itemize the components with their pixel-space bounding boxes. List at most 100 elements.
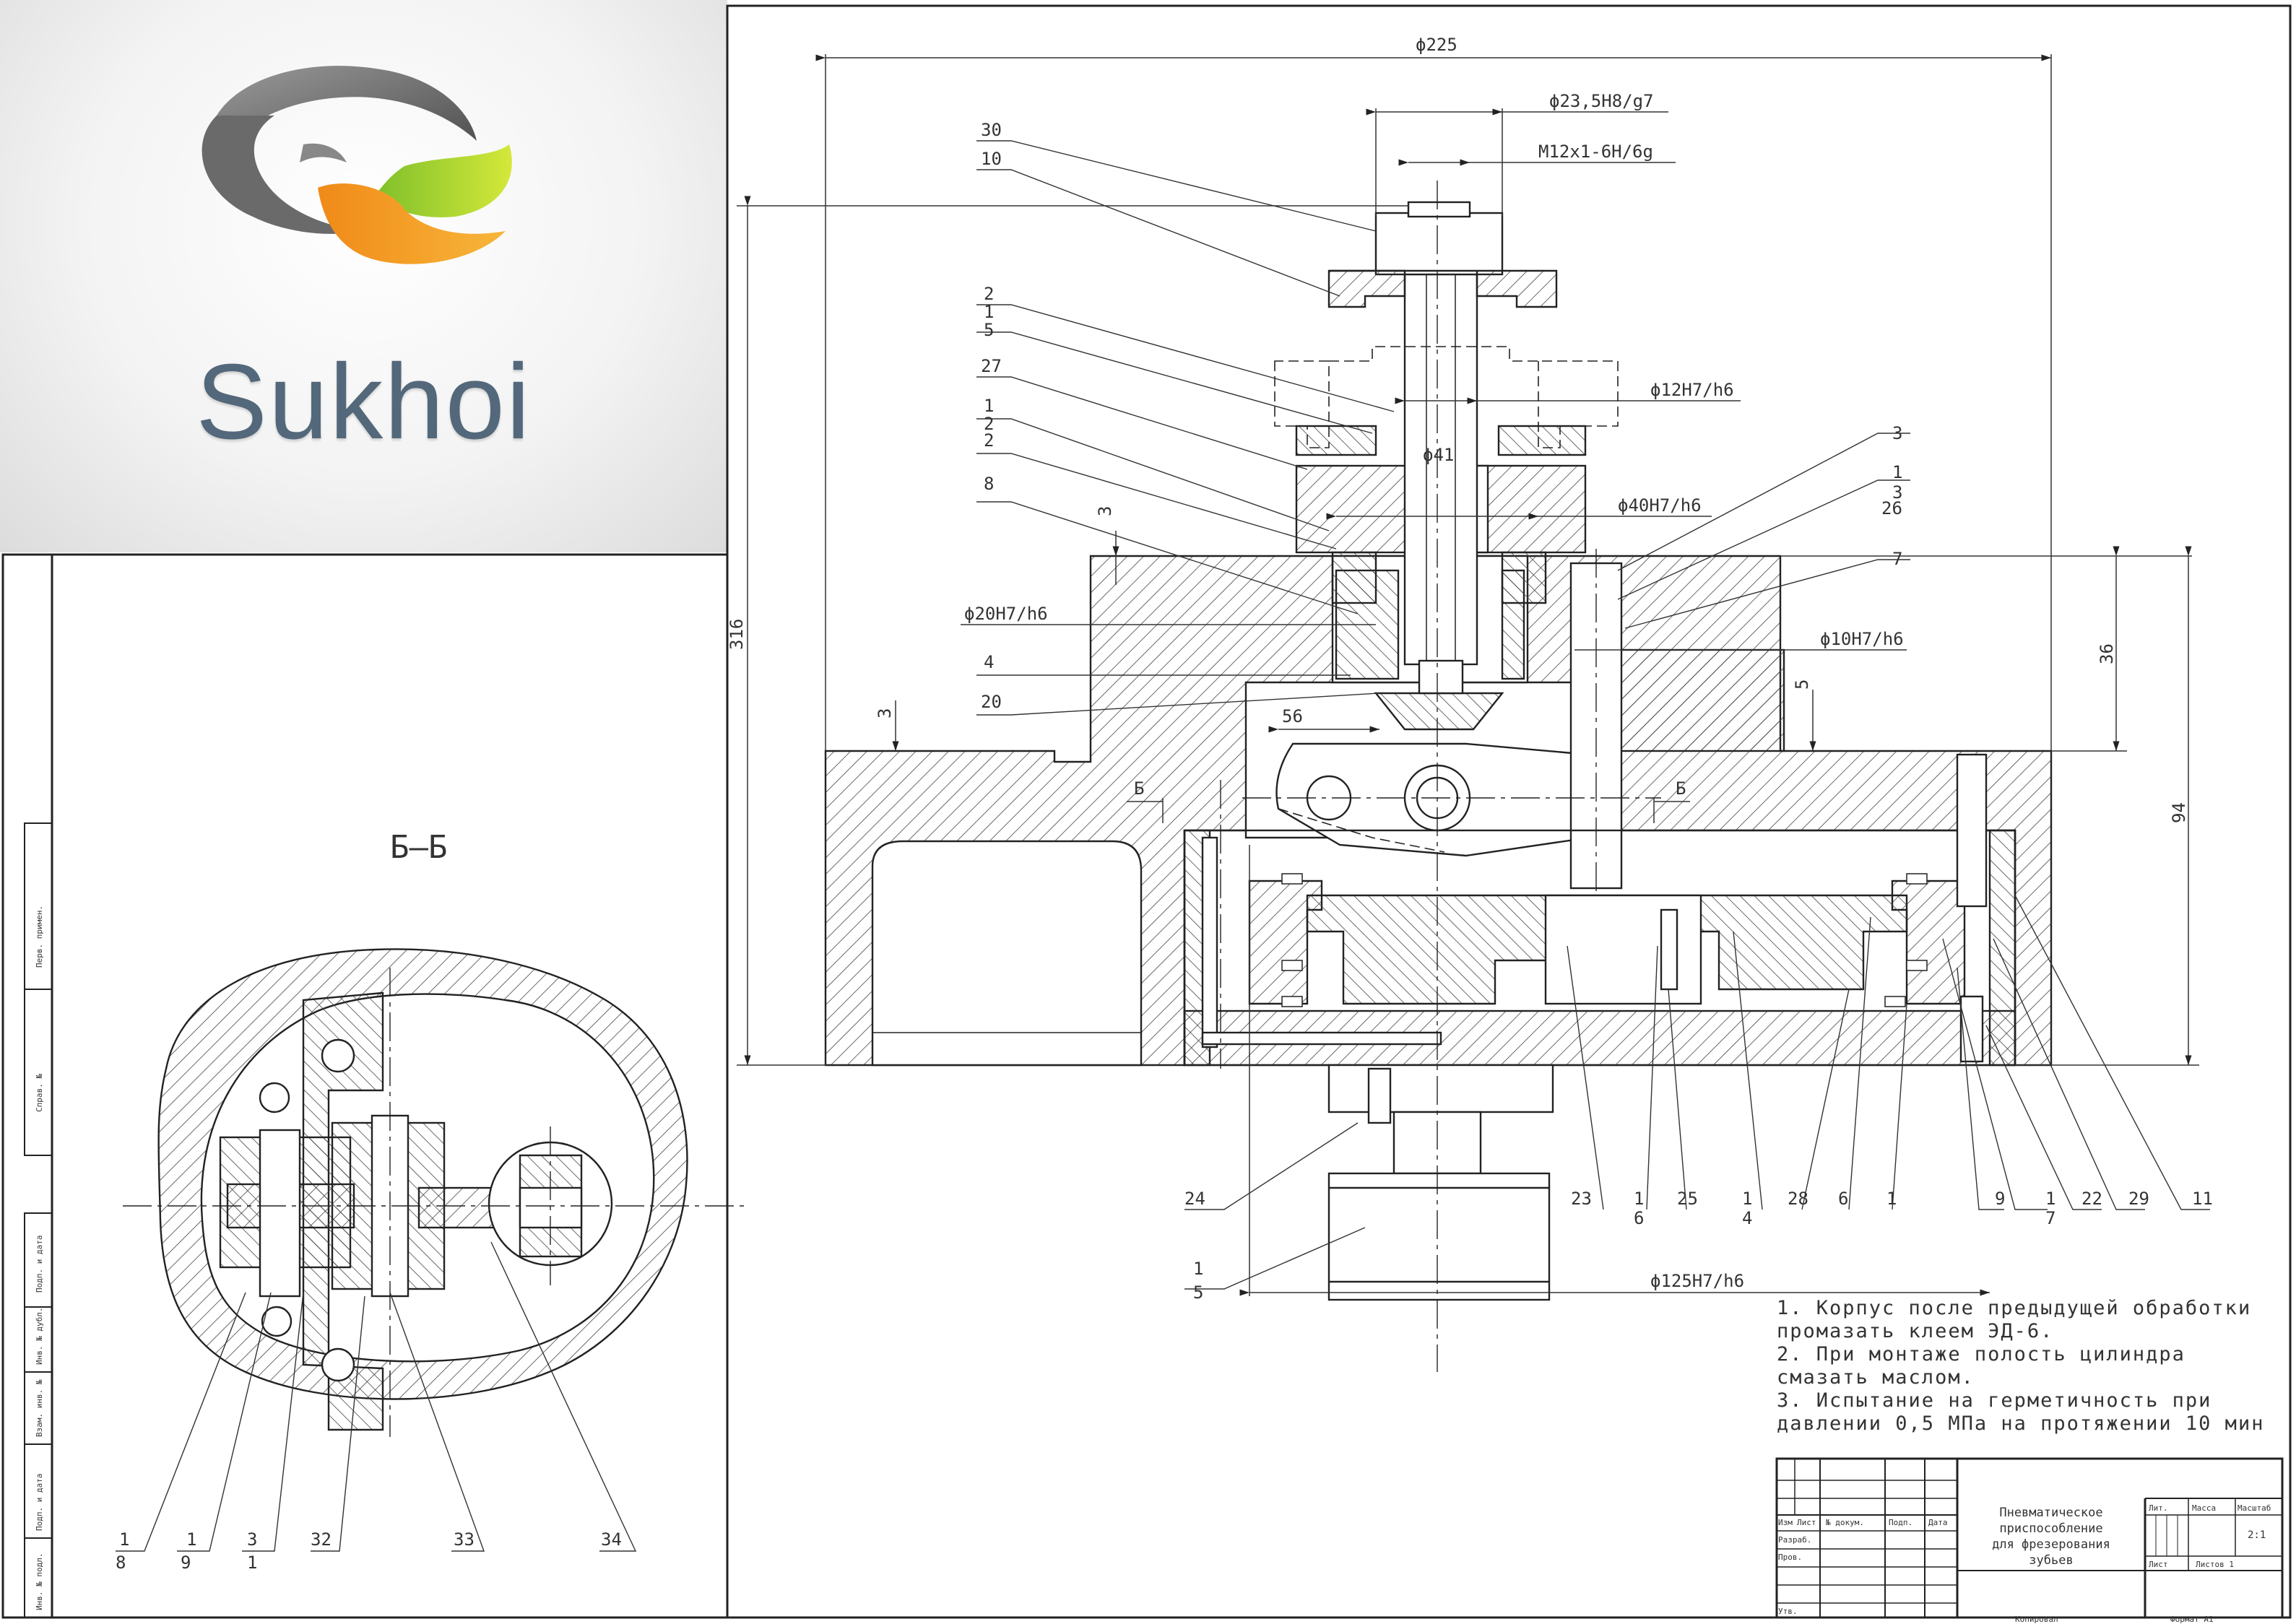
dim-h5: 5 <box>1792 679 1812 690</box>
part-label: 3 <box>1892 482 1902 503</box>
part-label: 22 <box>2081 1189 2102 1209</box>
note-line: 1. Корпус после предыдущей обработки <box>1777 1297 2251 1319</box>
note-line: 2. При монтаже полость цилиндра <box>1777 1343 2185 1365</box>
part-label: 1 <box>119 1529 129 1550</box>
leader-labels-bottom: 24 1 5 23 1 6 25 1 4 28 6 1 9 1 7 22 29 … <box>1184 1189 2213 1303</box>
leader-lines <box>976 140 2210 1290</box>
note-line: промазать клеем ЭД-6. <box>1777 1320 2053 1342</box>
section-labels: 1 8 1 9 3 1 32 33 34 <box>116 1529 622 1573</box>
part-label: 4 <box>984 652 994 672</box>
dim-d225: ϕ225 <box>1416 35 1457 55</box>
part-label: 6 <box>1634 1208 1644 1228</box>
tb-scale-val: 2:1 <box>2248 1529 2266 1541</box>
stamp-label: Подп. и дата <box>35 1474 44 1531</box>
drawing-name: для фрезерования <box>1992 1537 2110 1552</box>
part-label: 2 <box>984 284 994 304</box>
part-label: 1 <box>2045 1189 2055 1209</box>
part-label: 2 <box>984 430 994 451</box>
part-label: 4 <box>1742 1208 1752 1228</box>
tb-mass: Масса <box>2192 1503 2216 1513</box>
dim-d23: ϕ23,5H8/g7 <box>1549 91 1654 111</box>
part-label: 9 <box>1995 1189 2005 1209</box>
dim-h316: 316 <box>727 619 747 650</box>
section-mark: Б <box>1676 778 1686 799</box>
part-label: 29 <box>2128 1189 2149 1209</box>
part-label: 1 <box>186 1529 196 1550</box>
part-label: 10 <box>981 149 1002 169</box>
part-label: 1 <box>1886 1189 1897 1209</box>
dim-h94: 94 <box>2169 802 2189 823</box>
sukhoi-emblem-icon <box>202 66 512 264</box>
dim-d10: ϕ10H7/h6 <box>1820 629 1904 649</box>
part-label: 11 <box>2192 1189 2213 1209</box>
section-title: Б—Б <box>390 829 447 866</box>
section-mark: Б <box>1134 778 1144 799</box>
part-label: 7 <box>1892 549 1902 569</box>
part-label: 30 <box>981 120 1002 140</box>
part-label: 32 <box>311 1529 332 1550</box>
base-cavity <box>871 840 1143 1067</box>
drawing-name: приспособление <box>1999 1521 2102 1536</box>
part-label: 2 <box>984 414 994 434</box>
logo-text: Sukhoi <box>196 342 532 461</box>
tb-row: Пров. <box>1778 1553 1802 1562</box>
title-block-name: Пневматическое приспособление для фрезер… <box>1992 1506 2110 1568</box>
part-label: 5 <box>1193 1282 1203 1303</box>
tb-col: № докум. <box>1826 1518 1864 1527</box>
part-label: 1 <box>984 396 994 416</box>
stamp-label: Инв. № дубл. <box>35 1308 44 1365</box>
sheet-frame <box>1 4 2292 1619</box>
note-line: смазать маслом. <box>1777 1366 1975 1389</box>
tb-lit: Лит. <box>2149 1503 2168 1513</box>
tb-col: Дата <box>1928 1518 1948 1527</box>
part-label: 1 <box>1193 1259 1203 1279</box>
dim-w56: 56 <box>1282 706 1303 726</box>
stamp-label: Перв. примен. <box>35 906 44 968</box>
part-label: 1 <box>247 1553 257 1573</box>
part-label: 1 <box>1742 1189 1752 1209</box>
part-label: 26 <box>1881 498 1902 518</box>
stamp-label: Справ. № <box>35 1074 44 1112</box>
part-label: 23 <box>1571 1189 1592 1209</box>
part-label: 1 <box>1634 1189 1644 1209</box>
part-label: 9 <box>181 1553 191 1573</box>
part-label: 25 <box>1677 1189 1698 1209</box>
tb-col: Лист <box>1797 1518 1816 1527</box>
part-label: 8 <box>984 474 994 494</box>
part-label: 5 <box>984 320 994 340</box>
part-label: 24 <box>1184 1189 1205 1209</box>
tb-scale: Масштаб <box>2237 1503 2271 1513</box>
stamp-left-labels: Перв. примен. Справ. № Подп. и дата Инв.… <box>35 906 44 1610</box>
stamp-label: Взам. инв. № <box>35 1379 44 1437</box>
title-block <box>1775 1457 2284 1619</box>
part-label: 6 <box>1838 1189 1848 1209</box>
drawing-name: Пневматическое <box>1999 1506 2102 1520</box>
main-assembly-view <box>824 181 2053 1372</box>
tb-col: Изм <box>1778 1518 1793 1527</box>
part-label: 8 <box>116 1553 126 1573</box>
sukhoi-logo: Sukhoi <box>0 0 727 552</box>
stamp-label: Подп. и дата <box>35 1236 44 1293</box>
tb-col: Подп. <box>1889 1518 1912 1527</box>
tb-utv: Утв. <box>1778 1607 1798 1616</box>
part-label: 1 <box>1892 462 1902 482</box>
dim-d41: ϕ41 <box>1423 445 1454 465</box>
dim-h3: 3 <box>875 708 895 718</box>
title-block-text: Изм Лист № докум. Подп. Дата Разраб. Про… <box>1778 1503 2271 1624</box>
dim-m12: M12x1-6H/6g <box>1538 142 1653 162</box>
tb-copied: Копировал <box>2015 1615 2058 1624</box>
tb-row: Разраб. <box>1778 1535 1811 1545</box>
part-label: 3 <box>247 1529 257 1550</box>
dimension-text: ϕ225 ϕ23,5H8/g7 M12x1-6H/6g ϕ12H7/h6 ϕ41… <box>727 35 2189 1291</box>
drawing-name: зубьев <box>2029 1553 2073 1568</box>
part-label: 7 <box>2045 1208 2055 1228</box>
part-label: 27 <box>981 356 1002 376</box>
dim-d20: ϕ20H7/h6 <box>964 604 1048 624</box>
part-label: 1 <box>984 302 994 322</box>
part-label: 20 <box>981 692 1002 712</box>
dim-h3: 3 <box>1095 506 1115 516</box>
section-b-view <box>123 948 744 1437</box>
dim-h36: 36 <box>2097 643 2117 664</box>
leader-labels-left: 30 10 2 1 5 27 1 2 2 8 4 20 <box>981 120 1002 712</box>
